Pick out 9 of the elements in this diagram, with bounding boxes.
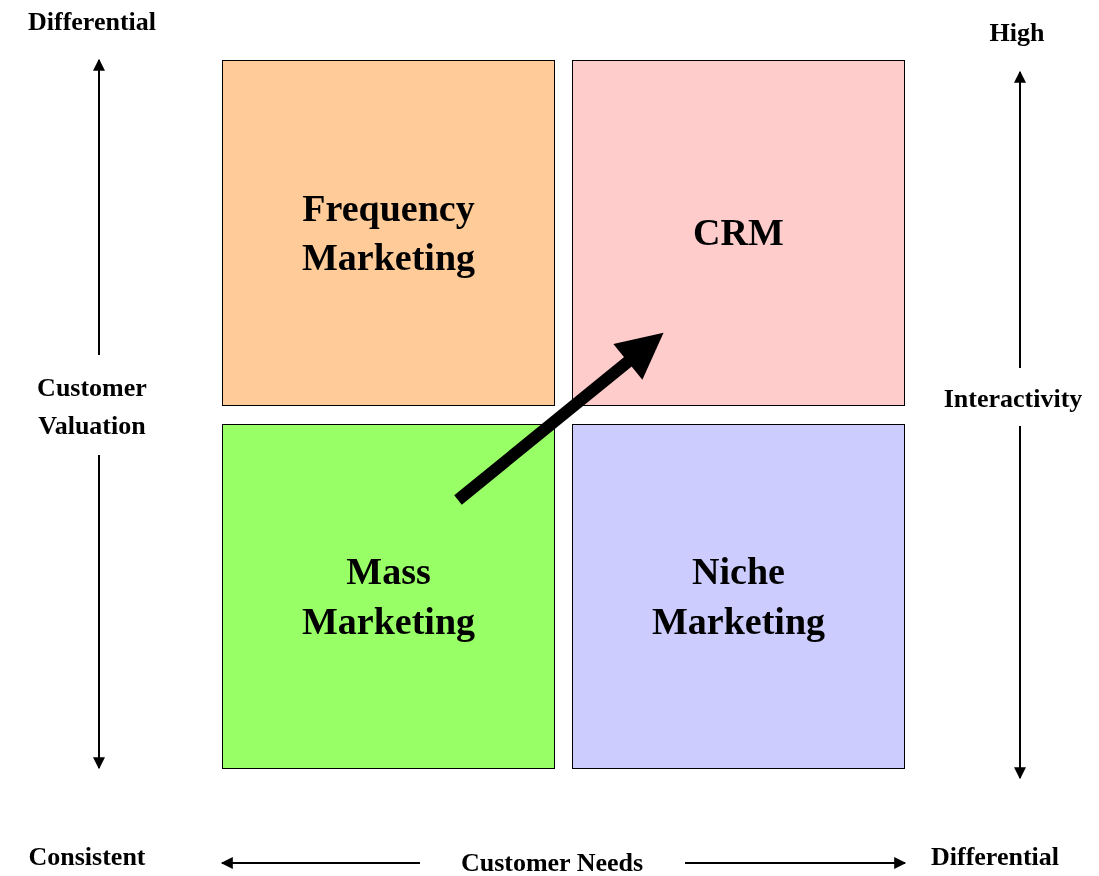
- quadrant-label: Niche Marketing: [650, 549, 827, 644]
- quadrant-label: CRM: [693, 210, 784, 256]
- quadrant-box: [222, 424, 555, 769]
- quadrant-box: [572, 60, 905, 406]
- quadrant-box: [572, 424, 905, 769]
- quadrant-label: Mass Marketing: [300, 549, 477, 644]
- quadrant-label: Frequency Marketing: [300, 185, 477, 280]
- quadrant-box: [222, 60, 555, 406]
- arrow: [454, 332, 664, 505]
